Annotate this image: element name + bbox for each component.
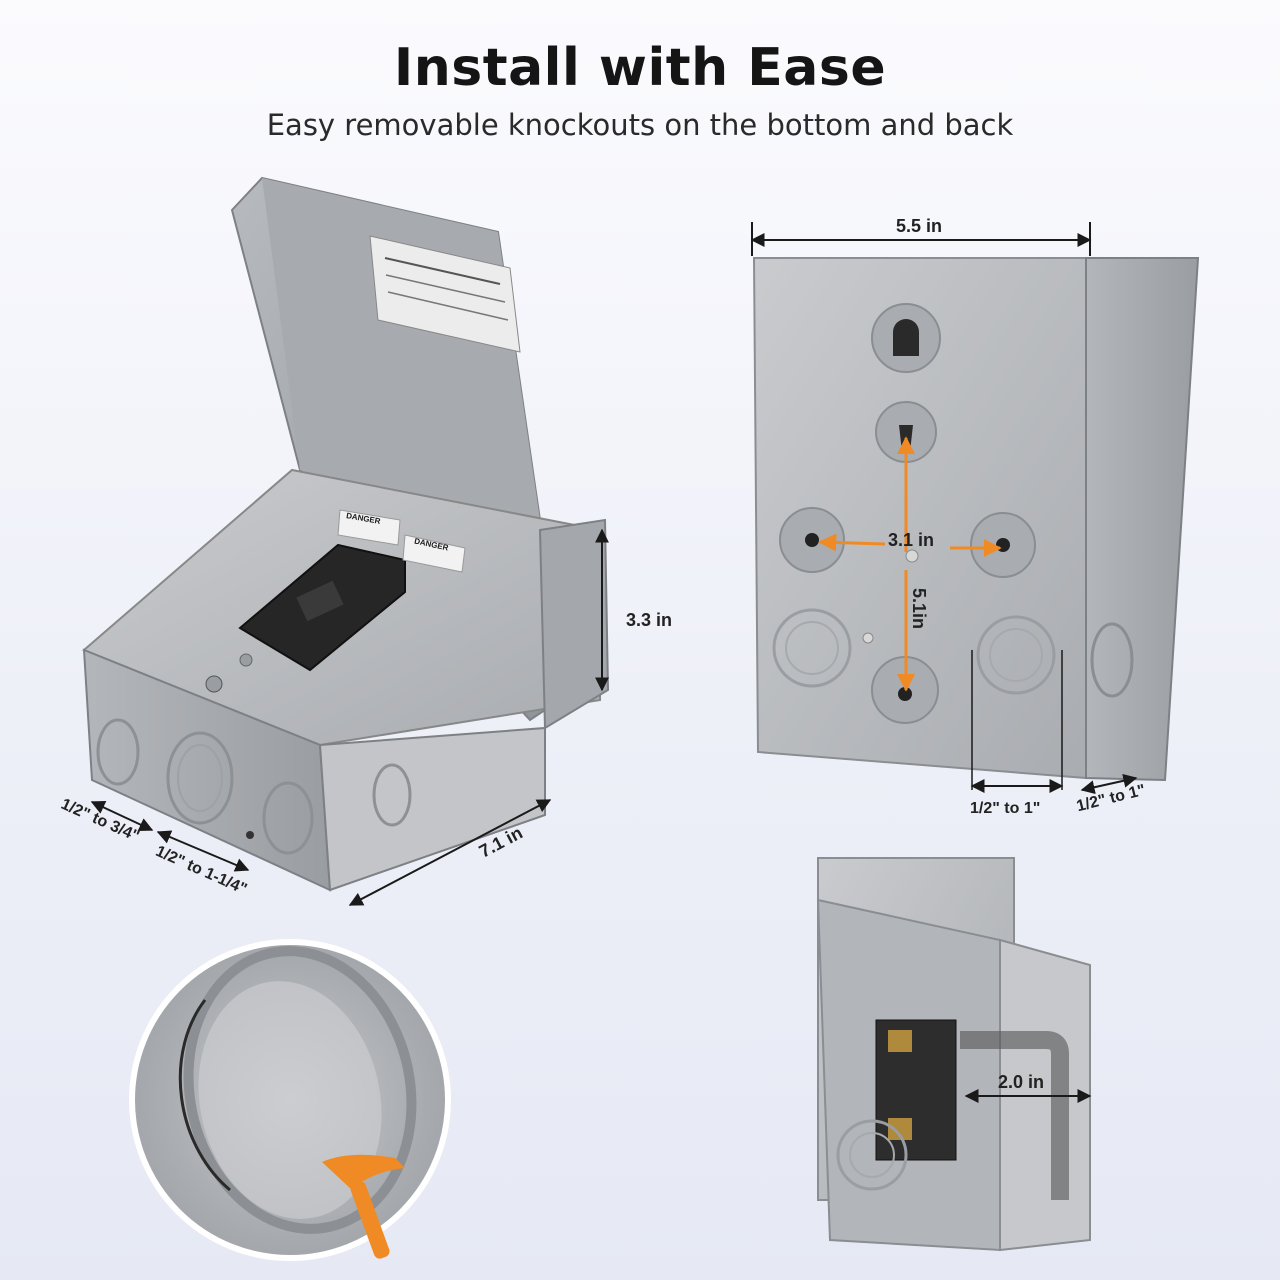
back-view-enclosure <box>752 257 1200 782</box>
side-depth-label: 2.0 in <box>998 1072 1045 1092</box>
back-knockout-label: 1/2" to 1" <box>970 800 1041 817</box>
page-subtitle: Easy removable knockouts on the bottom a… <box>266 108 1014 142</box>
knockout-spacing-label: 3.1 in <box>888 530 935 550</box>
height-dimension-label: 3.3 in <box>626 610 673 630</box>
knockout-vertical-label: 5.1in <box>909 587 930 630</box>
page-title: Install with Ease <box>393 38 887 98</box>
width-dimension-label: 5.5 in <box>896 216 943 236</box>
knockout-closeup <box>129 939 451 1261</box>
open-enclosure <box>82 176 610 892</box>
hammer-icon <box>322 1154 405 1259</box>
side-view-enclosure <box>816 857 1091 1252</box>
